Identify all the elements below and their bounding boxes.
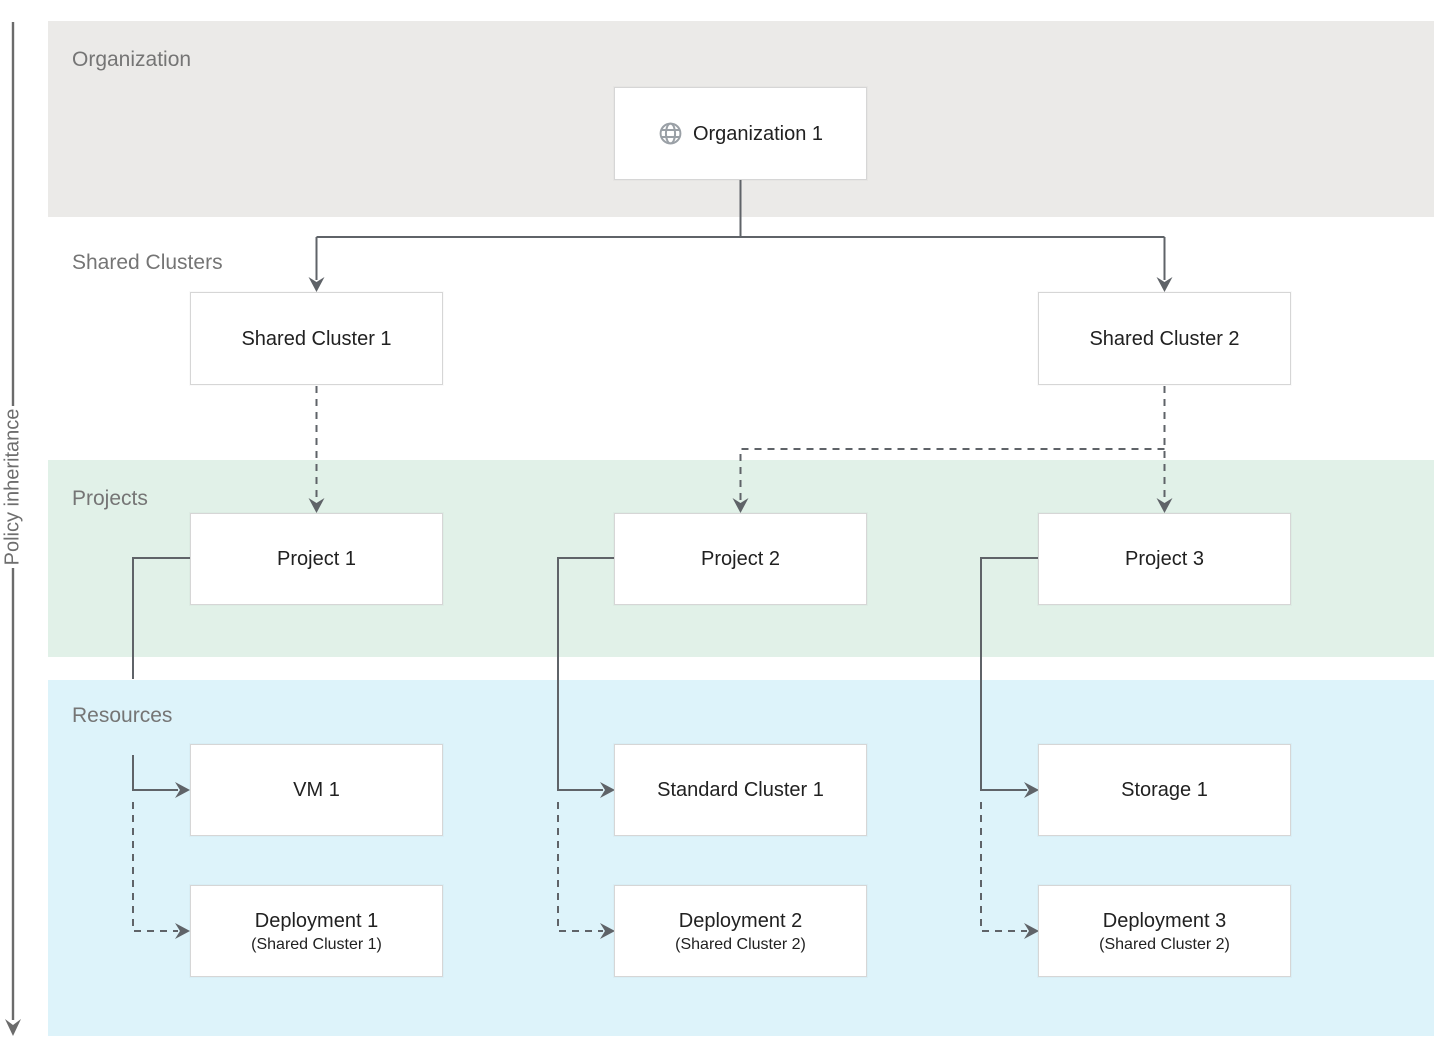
node-shared-cluster-2: Shared Cluster 2	[1038, 292, 1291, 385]
policy-inheritance-label: Policy inheritance	[1, 408, 24, 566]
globe-icon	[658, 121, 683, 146]
node-shared-cluster-1: Shared Cluster 1	[190, 292, 443, 385]
arrowhead-icon	[1156, 277, 1173, 292]
node-label: Standard Cluster 1	[657, 779, 824, 801]
node-label: Organization 1	[692, 122, 824, 145]
node-deployment-3: Deployment 3 (Shared Cluster 2)	[1038, 885, 1291, 977]
node-project-3: Project 3	[1038, 513, 1291, 605]
arrowhead-icon	[308, 277, 325, 292]
node-label: Shared Cluster 2	[1089, 327, 1240, 350]
node-label: Project 1	[277, 548, 356, 570]
band-label-organization: Organization	[72, 48, 192, 71]
band-label-shared-clusters: Shared Clusters	[72, 251, 223, 274]
node-organization-1: Organization 1	[614, 87, 867, 180]
node-project-2: Project 2	[614, 513, 867, 605]
band-label-projects: Projects	[72, 487, 148, 510]
node-storage-1: Storage 1	[1038, 744, 1291, 836]
node-label: Deployment 3	[1102, 909, 1227, 932]
node-label: Shared Cluster 1	[241, 327, 392, 350]
node-label: Deployment 1	[254, 909, 379, 932]
node-project-1: Project 1	[190, 513, 443, 605]
node-sublabel: (Shared Cluster 2)	[1099, 935, 1230, 953]
node-label: Project 2	[701, 548, 780, 570]
node-deployment-2: Deployment 2 (Shared Cluster 2)	[614, 885, 867, 977]
band-resources	[48, 680, 1434, 1036]
node-deployment-1: Deployment 1 (Shared Cluster 1)	[190, 885, 443, 977]
node-label: VM 1	[293, 779, 340, 801]
node-sublabel: (Shared Cluster 1)	[251, 935, 382, 953]
node-label: Project 3	[1125, 548, 1204, 570]
down-arrow-icon	[5, 1019, 21, 1036]
node-vm-1: VM 1	[190, 744, 443, 836]
node-standard-cluster-1: Standard Cluster 1	[614, 744, 867, 836]
node-sublabel: (Shared Cluster 2)	[675, 935, 806, 953]
node-label: Storage 1	[1121, 779, 1208, 801]
node-label: Deployment 2	[678, 909, 803, 932]
band-label-resources: Resources	[72, 704, 173, 727]
